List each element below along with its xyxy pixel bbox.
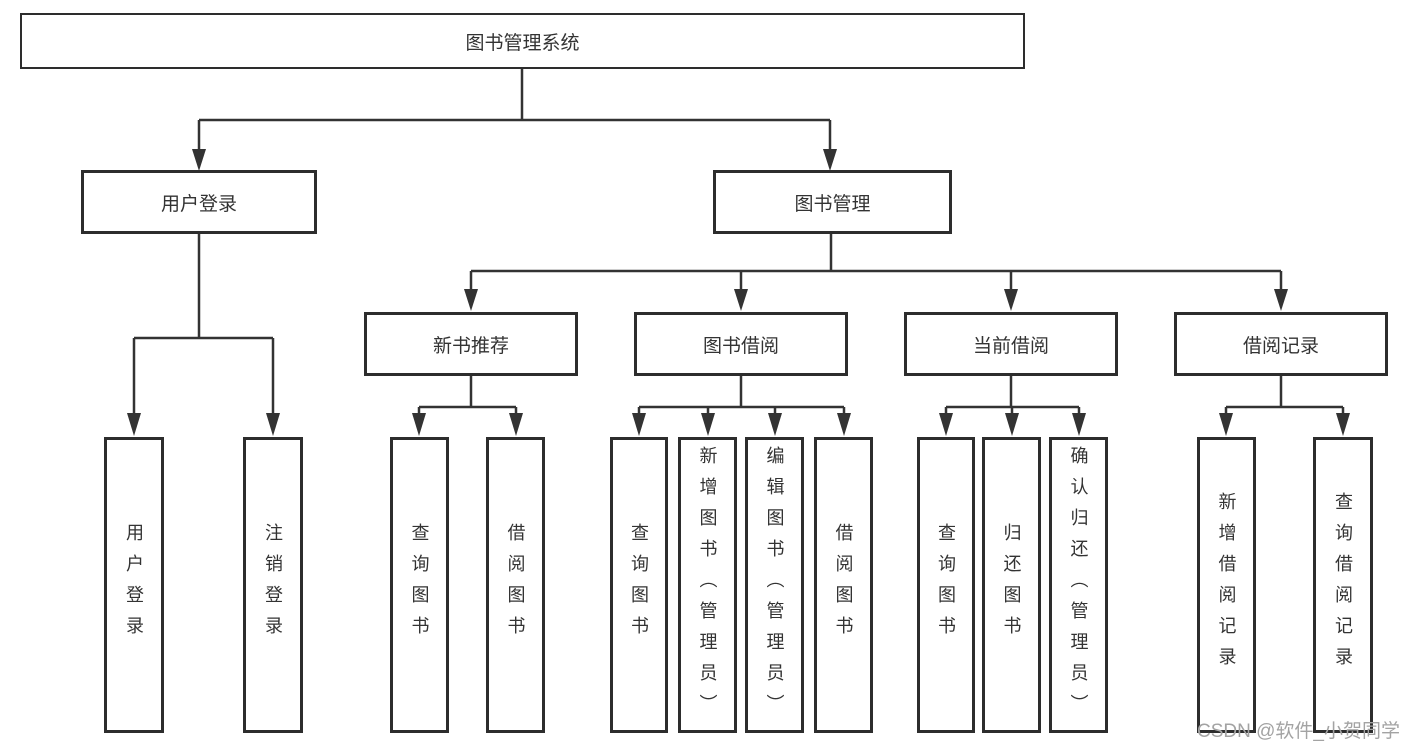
leaf-query-books-recommend: 查询图书 [390, 437, 449, 733]
leaf-add-book-admin: 新增图书（管理员） [678, 437, 737, 733]
leaf-borrow-books-recommend: 借阅图书 [486, 437, 545, 733]
node-current-borrow-label: 当前借阅 [972, 335, 1049, 357]
node-new-book-recommend: 新书推荐 [364, 312, 578, 376]
node-new-book-recommend-label: 新书推荐 [432, 335, 509, 357]
node-borrow-records: 借阅记录 [1174, 312, 1388, 376]
node-book-management-label: 图书管理 [794, 193, 871, 215]
csdn-watermark: CSDN @软件_小贺同学 [1197, 721, 1400, 742]
leaf-borrow-books: 借阅图书 [814, 437, 873, 733]
leaf-edit-book-admin-label: 编辑图书（管理员） [764, 445, 785, 725]
node-book-borrow-label: 图书借阅 [702, 335, 779, 357]
leaf-query-books-current-label: 查询图书 [936, 523, 956, 647]
leaf-add-borrow-record: 新增借阅记录 [1197, 437, 1256, 733]
leaf-query-books-borrow: 查询图书 [610, 437, 668, 733]
node-current-borrow: 当前借阅 [904, 312, 1118, 376]
leaf-return-book-label: 归还图书 [1001, 523, 1022, 647]
leaf-borrow-books-recommend-label: 借阅图书 [505, 523, 526, 647]
leaf-query-books-borrow-label: 查询图书 [629, 523, 649, 647]
node-book-borrow: 图书借阅 [634, 312, 848, 376]
leaf-return-book: 归还图书 [982, 437, 1041, 733]
leaf-query-books-recommend-label: 查询图书 [409, 523, 430, 647]
leaf-query-books-current: 查询图书 [917, 437, 975, 733]
node-user-login: 用户登录 [81, 170, 317, 234]
leaf-add-borrow-record-label: 新增借阅记录 [1216, 492, 1237, 678]
leaf-add-book-admin-label: 新增图书（管理员） [697, 445, 718, 725]
leaf-logout: 注销登录 [243, 437, 303, 733]
node-borrow-records-label: 借阅记录 [1242, 335, 1319, 357]
leaf-user-login: 用户登录 [104, 437, 164, 733]
leaf-edit-book-admin: 编辑图书（管理员） [745, 437, 804, 733]
node-root: 图书管理系统 [20, 13, 1025, 69]
leaf-confirm-return-admin: 确认归还（管理员） [1049, 437, 1108, 733]
leaf-confirm-return-admin-label: 确认归还（管理员） [1068, 445, 1089, 725]
node-root-label: 图书管理系统 [465, 32, 580, 54]
leaf-user-login-label: 用户登录 [124, 523, 144, 647]
leaf-logout-label: 注销登录 [263, 523, 283, 647]
leaf-query-borrow-record: 查询借阅记录 [1313, 437, 1373, 733]
leaf-query-borrow-record-label: 查询借阅记录 [1333, 492, 1353, 678]
node-user-login-label: 用户登录 [160, 193, 237, 215]
node-book-management: 图书管理 [713, 170, 952, 234]
leaf-borrow-books-label: 借阅图书 [833, 523, 854, 647]
